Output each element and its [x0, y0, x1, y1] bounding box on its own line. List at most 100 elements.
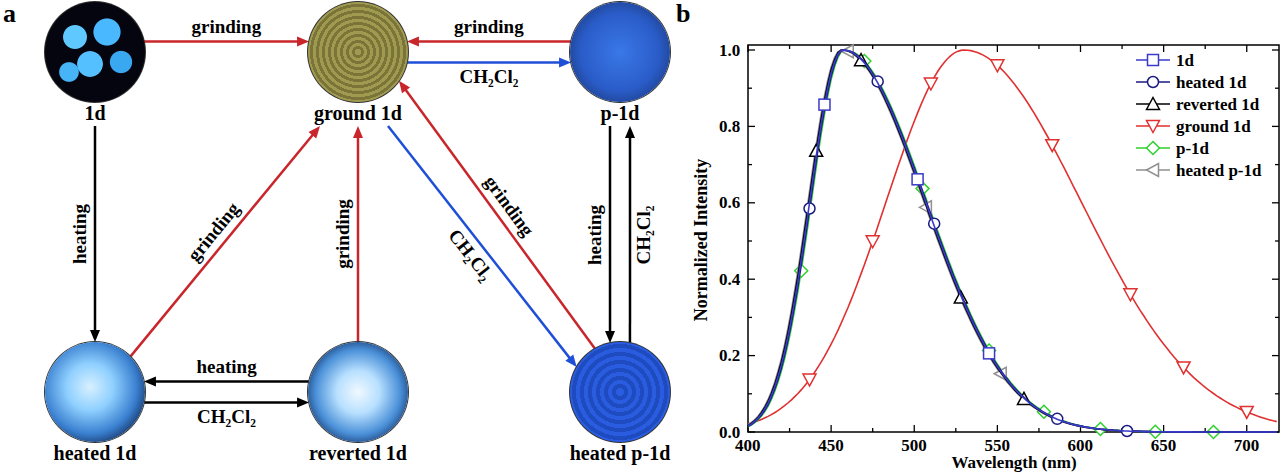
y-tick [748, 88, 752, 89]
y-tick [1272, 49, 1279, 50]
x-tick [1246, 425, 1247, 432]
tick-label: 400 [735, 436, 761, 455]
photo-node: 1d [41, 2, 149, 124]
edge-label: heating [197, 357, 257, 377]
arrow-head [144, 377, 156, 387]
spectrum-curve [748, 50, 1277, 438]
node-label: reverted 1d [304, 442, 412, 464]
arrow-line [144, 401, 299, 404]
x-tick [747, 45, 748, 52]
arrow-line [94, 126, 97, 332]
x-tick [872, 428, 873, 432]
x-tick [955, 428, 956, 432]
data-marker [1148, 55, 1159, 66]
data-marker [912, 174, 923, 185]
edge-label: grinding [454, 17, 524, 37]
data-marker [1177, 362, 1190, 374]
data-marker [1147, 142, 1160, 155]
spectrum-curve [748, 50, 1277, 436]
spectrum-line [748, 50, 1277, 432]
y-tick [1275, 88, 1279, 89]
edge-label: heating [585, 204, 605, 264]
x-tick [1205, 45, 1206, 49]
x-tick [830, 45, 831, 52]
data-marker [924, 78, 937, 90]
process-arrow [144, 397, 309, 407]
data-marker [1046, 140, 1059, 152]
photo-node: reverted 1d [304, 342, 412, 464]
sample-photo [308, 342, 408, 442]
y-tick [1275, 317, 1279, 318]
x-tick [1038, 428, 1039, 432]
data-marker [803, 374, 816, 386]
axis-title: Wavelength (nm) [952, 453, 1077, 472]
arrow-head [605, 331, 615, 343]
photo-node: heated p-1d [566, 342, 675, 464]
y-tick [748, 126, 755, 127]
arrow-head [297, 397, 309, 407]
x-tick [1163, 425, 1164, 432]
data-marker [1147, 164, 1159, 177]
sample-photo [570, 2, 670, 102]
process-arrow [625, 126, 635, 343]
data-marker [1240, 406, 1253, 418]
edge-label: CH₂Cl₂ [444, 226, 496, 285]
arrow-line [144, 40, 299, 43]
process-arrow [399, 81, 595, 349]
y-tick [748, 49, 755, 50]
tick-label: 500 [901, 436, 927, 455]
x-tick [955, 45, 956, 49]
y-tick [1272, 279, 1279, 280]
tick-label: 1.0 [719, 41, 740, 60]
data-marker [1124, 289, 1137, 301]
node-label: p-1d [566, 102, 674, 124]
y-tick [1272, 202, 1279, 203]
arrow-head [309, 126, 320, 138]
spectrum-curve [748, 50, 1277, 432]
y-tick [1272, 355, 1279, 356]
y-tick [748, 279, 755, 280]
legend-label: p-1d [1176, 139, 1209, 158]
arrow-head [399, 81, 410, 94]
tick-label: 650 [1151, 436, 1177, 455]
tick-label: 550 [984, 436, 1010, 455]
process-arrow [353, 126, 363, 342]
y-tick [1275, 393, 1279, 394]
spectrum-curve [748, 50, 1277, 424]
x-tick [914, 45, 915, 52]
data-marker [866, 236, 879, 248]
node-label: heated p-1d [566, 442, 675, 464]
process-arrow [407, 57, 571, 67]
process-arrow [130, 126, 320, 357]
spectrum-line [748, 50, 1277, 432]
node-label: 1d [41, 102, 149, 124]
y-tick [748, 317, 752, 318]
node-label: ground 1d [304, 102, 412, 124]
tick-label: 450 [818, 436, 844, 455]
data-marker [819, 99, 830, 110]
legend-sample [1136, 142, 1170, 155]
plot-frame [748, 45, 1279, 432]
arrow-head [353, 126, 363, 138]
axis-title: Normalized Intensity [691, 159, 711, 321]
arrow-line [130, 134, 313, 357]
x-tick [830, 425, 831, 432]
y-tick [748, 393, 752, 394]
arrow-head [407, 37, 419, 47]
node-label: heated 1d [41, 442, 149, 464]
edge-label: CH₂Cl₂ [197, 407, 256, 427]
y-tick [1272, 126, 1279, 127]
x-tick [789, 428, 790, 432]
arrow-line [405, 89, 595, 349]
tick-label: 0.4 [719, 270, 740, 289]
x-tick [997, 425, 998, 432]
arrow-line [154, 380, 309, 383]
tick-label: 0.6 [719, 193, 740, 212]
legend-sample [1136, 98, 1170, 110]
legend-label: reverted 1d [1176, 95, 1259, 114]
sample-photo [570, 342, 670, 442]
arrow-line [357, 136, 360, 342]
process-arrow [90, 126, 100, 342]
legend-sample [1136, 121, 1170, 133]
data-marker [991, 60, 1004, 72]
